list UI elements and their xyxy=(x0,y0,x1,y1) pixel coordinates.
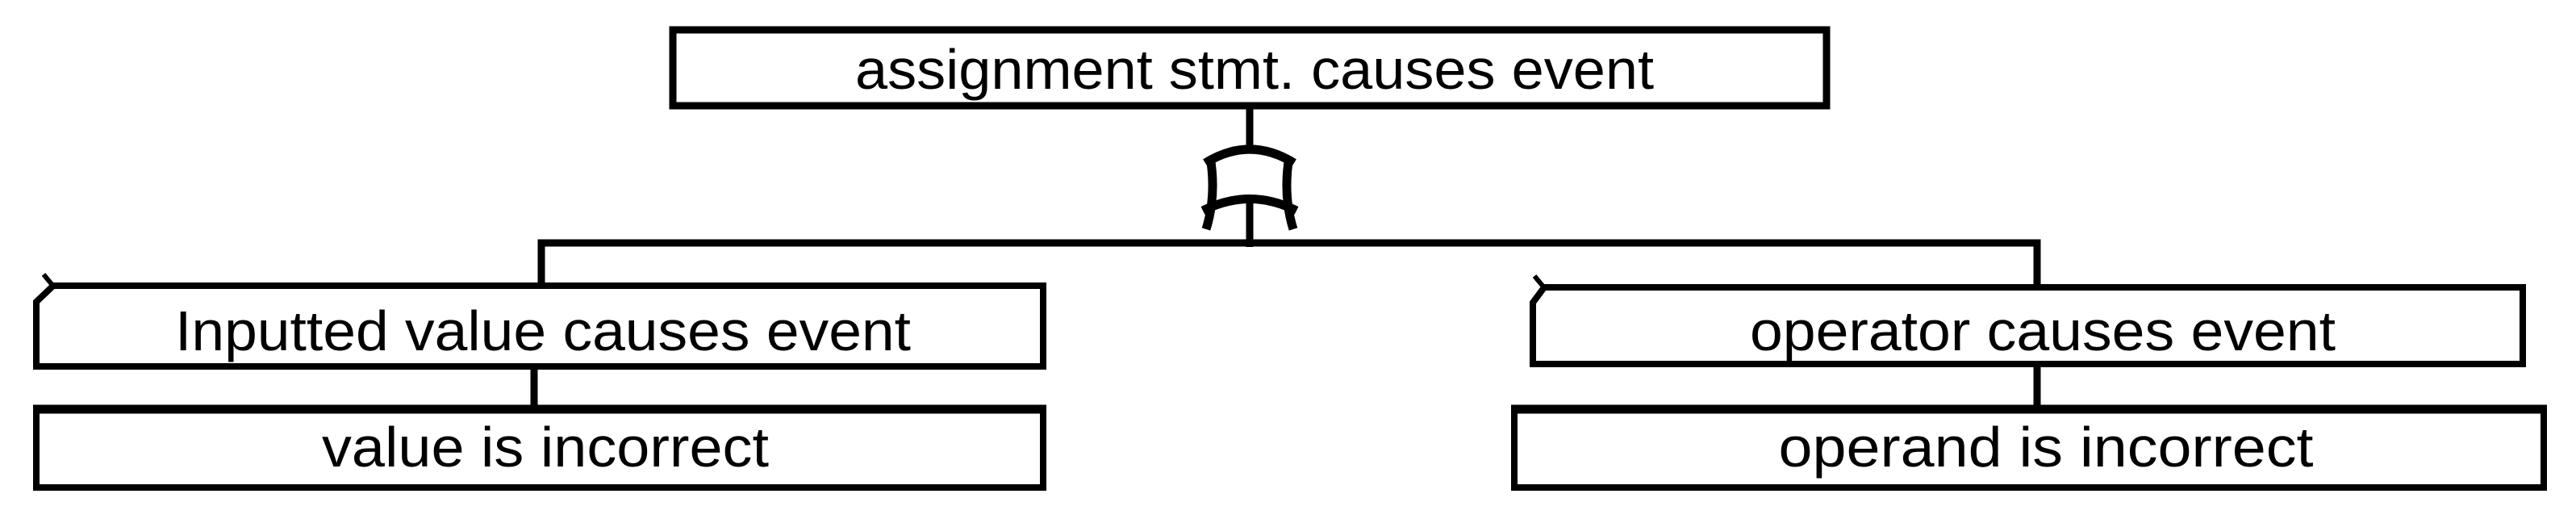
right-cause-label: operand is incorrect xyxy=(1779,416,2314,479)
left-event-label: Inputted value causes event xyxy=(175,299,911,362)
left-event-box-corner-spur xyxy=(41,273,54,286)
right-event-box xyxy=(1530,284,2526,367)
right-cause-box xyxy=(1511,406,2547,491)
left-event-box xyxy=(33,282,1046,370)
or-gate-right-side xyxy=(1282,156,1298,231)
root-event-label: assignment stmt. causes event xyxy=(855,38,1654,101)
or-gate-top-arc xyxy=(1203,144,1296,167)
right-event-box-corner-spur xyxy=(1532,274,1545,287)
branch-bar xyxy=(537,239,2041,286)
or-gate-bottom-arc xyxy=(1200,195,1299,215)
right-event-label: operator causes event xyxy=(1750,299,2336,362)
left-cause-label: value is incorrect xyxy=(322,416,769,479)
or-gate-icon xyxy=(1200,144,1299,231)
or-gate-left-side xyxy=(1201,156,1217,231)
left-cause-box xyxy=(33,406,1046,491)
